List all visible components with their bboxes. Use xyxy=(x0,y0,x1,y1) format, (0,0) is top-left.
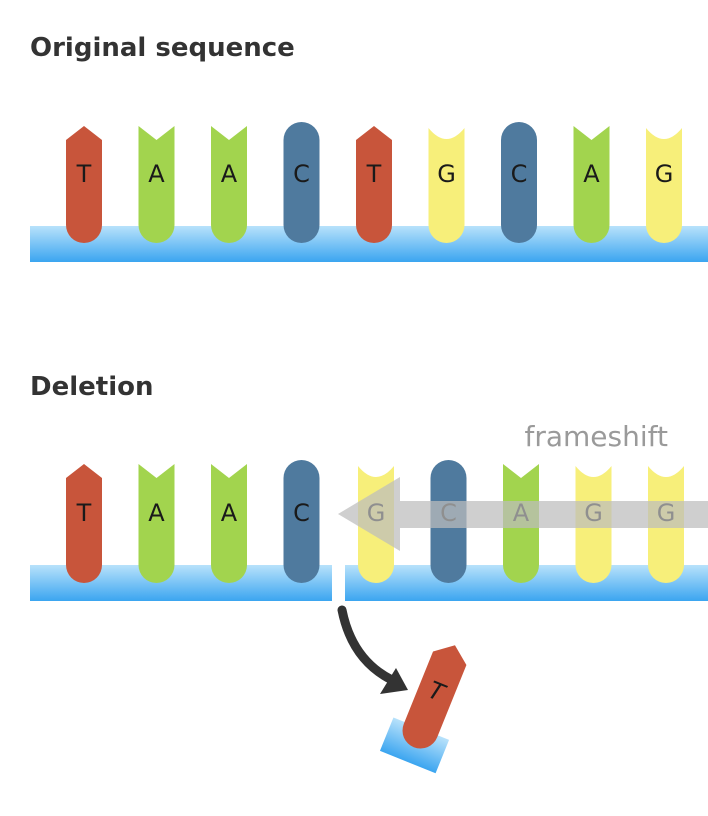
original-base-9 xyxy=(646,128,682,243)
original-base-2 xyxy=(138,126,175,243)
original-base-8 xyxy=(573,126,610,243)
original-base-letter-7: C xyxy=(511,160,528,188)
removal-arrow xyxy=(337,605,397,685)
deletion-base-2 xyxy=(138,464,175,583)
original-base-letter-2: A xyxy=(148,160,165,188)
original-base-7 xyxy=(501,122,537,243)
deletion-base-letter-4: C xyxy=(293,499,310,527)
original-base-1 xyxy=(66,126,102,243)
removed-base-shape xyxy=(402,645,467,749)
original-base-letter-5: T xyxy=(366,160,382,188)
original-base-letter-8: A xyxy=(583,160,600,188)
deletion-base-letter-2: A xyxy=(148,499,165,527)
deletion-base-4 xyxy=(283,460,320,583)
original-base-letter-9: G xyxy=(655,160,674,188)
original-base-letter-3: A xyxy=(221,160,238,188)
original-base-4 xyxy=(283,122,320,243)
deletion-base-1 xyxy=(66,464,102,583)
frameshift-arrow xyxy=(338,477,708,551)
original-base-letter-1: T xyxy=(76,160,92,188)
original-base-6 xyxy=(428,128,465,243)
frameshift-label: frameshift xyxy=(525,420,669,453)
removal-arrow-head xyxy=(380,668,408,694)
original-base-3 xyxy=(211,126,247,243)
deletion-base-3 xyxy=(211,464,247,583)
original-base-letter-4: C xyxy=(293,160,310,188)
deletion-base-letter-3: A xyxy=(221,499,238,527)
original-base-5 xyxy=(356,126,392,243)
deletion-base-letter-1: T xyxy=(76,499,92,527)
removed-base: T xyxy=(379,645,467,774)
original-base-letter-6: G xyxy=(437,160,456,188)
original-sequence-title: Original sequence xyxy=(30,33,295,63)
deletion-title: Deletion xyxy=(30,372,154,402)
